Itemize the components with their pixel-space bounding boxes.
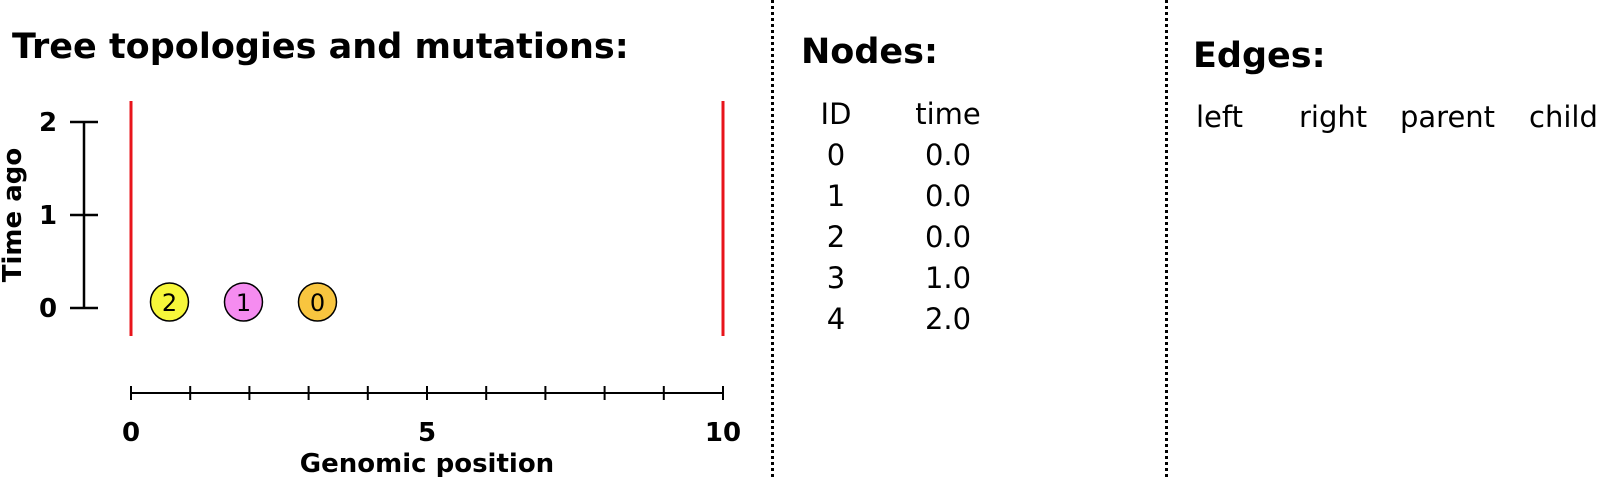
- tree-panel-title: Tree topologies and mutations:: [12, 27, 629, 67]
- edges-panel-title: Edges:: [1193, 36, 1326, 76]
- mutation-label: 2: [162, 289, 177, 317]
- x-tick-label: 5: [418, 418, 436, 448]
- panel-divider-left: [771, 0, 774, 477]
- nodes-column-header: time: [915, 97, 981, 131]
- x-tick-label: 10: [705, 418, 741, 448]
- mutations: 2 1 0: [149, 282, 338, 322]
- breakpoints: [129, 101, 725, 336]
- y-tick-label: 1: [39, 201, 57, 231]
- nodes-panel-title: Nodes:: [801, 32, 938, 72]
- mutation-marker: [297, 282, 338, 322]
- edges-column-header: parent: [1400, 100, 1496, 134]
- mutation-label: 1: [236, 289, 251, 317]
- nodes-table-cell: 0.0: [924, 179, 972, 213]
- edges-column-header: right: [1299, 100, 1368, 134]
- nodes-table-cell: 2.0: [924, 302, 972, 336]
- y-axis-label: Time ago: [0, 148, 28, 282]
- nodes-table-cell: 2: [826, 220, 846, 254]
- x-axis-label: Genomic position: [300, 449, 554, 477]
- edges-column-header: left: [1196, 100, 1243, 134]
- mutation-marker: [223, 282, 264, 322]
- y-tick-label: 2: [39, 108, 57, 138]
- nodes-table-cell: 0: [826, 138, 846, 172]
- nodes-table-cell: 0.0: [924, 220, 972, 254]
- y-tick-label: 0: [39, 294, 57, 324]
- nodes-table-cell: 0.0: [924, 138, 972, 172]
- nodes-table-cell: 1: [826, 179, 846, 213]
- x-tick-label: 0: [122, 418, 140, 448]
- panel-divider-right: [1165, 0, 1168, 477]
- nodes-column-header: ID: [820, 97, 852, 131]
- nodes-table-cell: 3: [826, 261, 846, 295]
- nodes-table-cell: 1.0: [924, 261, 972, 295]
- edges-column-header: child: [1529, 100, 1598, 134]
- mutation-label: 0: [310, 289, 325, 317]
- mutation-marker: [149, 282, 190, 322]
- nodes-table-cell: 4: [826, 302, 846, 336]
